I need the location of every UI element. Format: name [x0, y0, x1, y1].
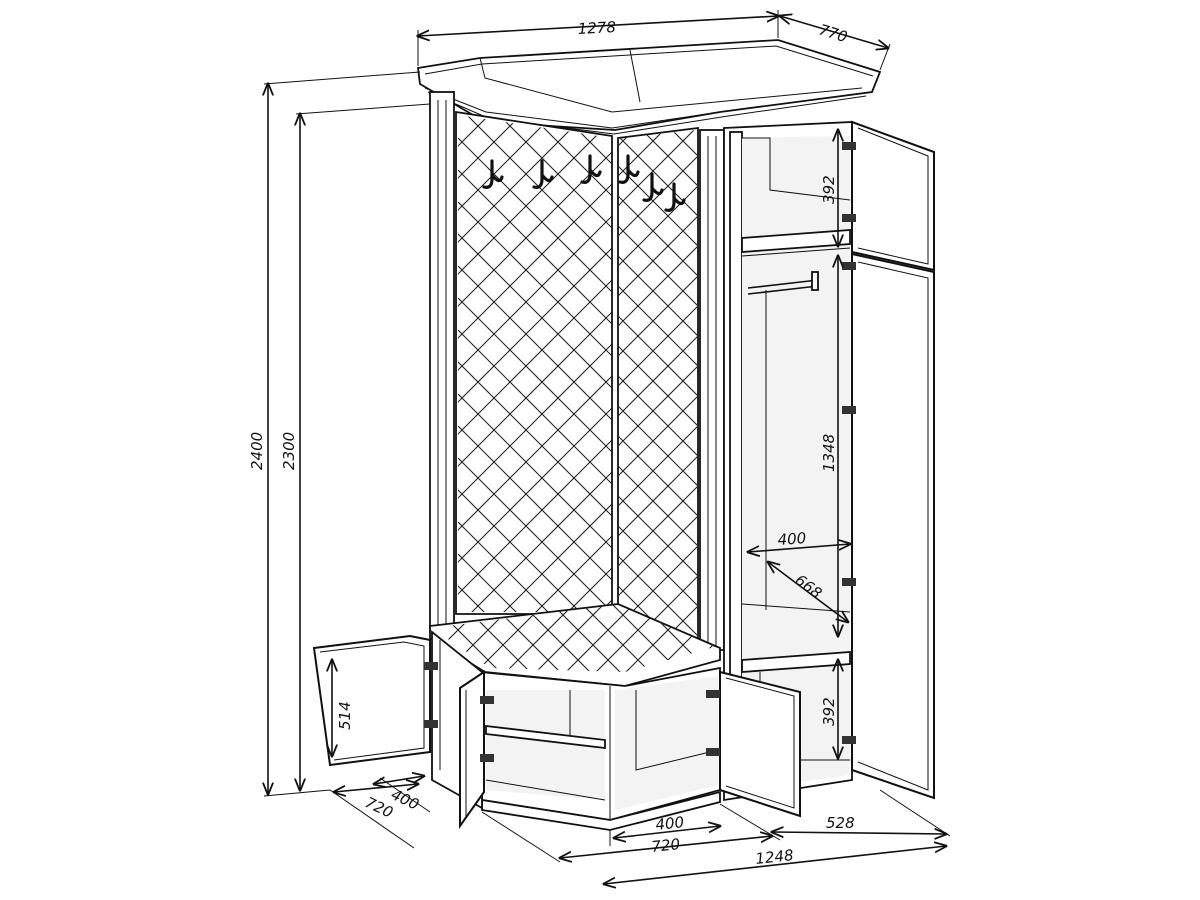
dim-lower-right-door: 392 — [820, 697, 838, 726]
dim-base-mid-a: 400 — [655, 813, 685, 834]
hinge — [842, 142, 856, 150]
dim-base-mid-b: 720 — [651, 835, 681, 856]
hinge — [842, 578, 856, 586]
hinge — [424, 720, 438, 728]
hinge — [842, 406, 856, 414]
clothes-rail — [747, 271, 819, 295]
hinge — [842, 736, 856, 744]
dim-upper-door: 392 — [820, 175, 838, 204]
long-right-door — [851, 252, 935, 800]
hinge — [480, 754, 494, 762]
dim-depth-top: 770 — [817, 21, 850, 47]
cabinet — [416, 39, 882, 831]
hinge — [842, 214, 856, 222]
dim-height-body: 2300 — [280, 432, 298, 470]
dim-base-total: 1248 — [755, 846, 795, 868]
dim-total-width: 1278 — [577, 18, 616, 38]
dimension-labels: 1278 770 2400 2300 392 1348 392 514 400 … — [248, 18, 855, 868]
coat-hook — [532, 159, 554, 189]
coat-hook — [618, 154, 640, 184]
dim-lower-left-door: 514 — [336, 701, 354, 730]
bench-right-door — [719, 670, 801, 818]
upper-right-door — [851, 120, 935, 272]
coat-hooks — [482, 154, 686, 212]
coat-hook — [664, 182, 686, 212]
middle-pilaster — [699, 129, 725, 651]
hinge — [706, 690, 720, 698]
dim-base-right: 528 — [826, 814, 855, 832]
quilted-side-panel — [617, 126, 699, 644]
hinge — [842, 262, 856, 270]
dim-height-total: 2400 — [248, 432, 266, 470]
hinge — [706, 748, 720, 756]
doors — [312, 120, 935, 830]
dim-rod-width: 400 — [777, 529, 807, 549]
coat-hook — [580, 154, 602, 184]
coat-hook — [482, 159, 504, 189]
hinge — [424, 662, 438, 670]
hinge — [480, 696, 494, 704]
dim-long-door: 1348 — [820, 434, 838, 472]
coat-hook — [642, 172, 664, 202]
dimension-lines — [264, 10, 951, 884]
left-pilaster — [429, 91, 455, 633]
